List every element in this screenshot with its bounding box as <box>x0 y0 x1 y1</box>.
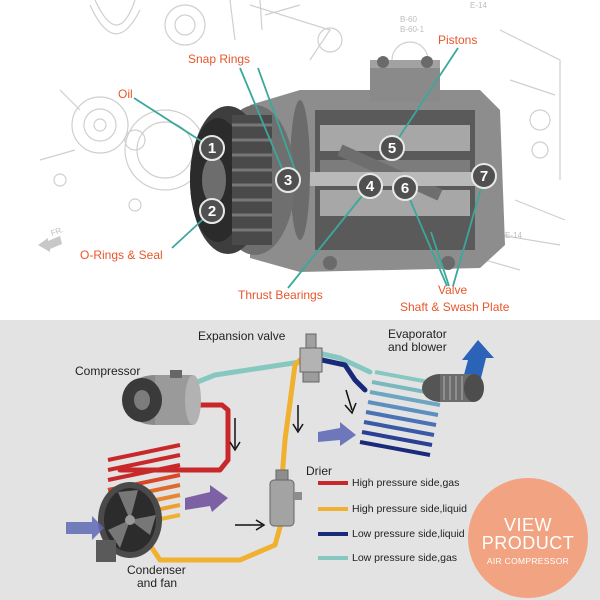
callout-3: 3 <box>275 167 301 193</box>
ac-system-panel: Expansion valve Evaporator and blower Co… <box>0 320 600 600</box>
callout-1: 1 <box>199 135 225 161</box>
legend-label-low-gas: Low pressure side,gas <box>352 552 458 564</box>
legend-swatch-high-liquid <box>318 507 348 511</box>
legend-label-high-gas: High pressure side,gas <box>352 477 460 489</box>
compressor-cutaway-panel: E-14 B-60 B-60-1 FR. E-14 <box>38 0 566 314</box>
label-valve: Valve <box>438 283 468 297</box>
airflow-into-condenser-icon <box>66 516 104 540</box>
legend-item-high-liquid: High pressure side,liquid <box>318 502 467 516</box>
drier-unit <box>269 469 302 527</box>
number-callouts: 1 2 3 4 5 6 7 <box>199 135 497 224</box>
label-shaft-swash-plate: Shaft & Swash Plate <box>400 300 510 314</box>
svg-text:2: 2 <box>208 203 216 220</box>
flow-direction-arrows <box>229 389 357 531</box>
label-blower: and blower <box>388 340 447 354</box>
compressor-cutaway-illustration: E-14 B-60 B-60-1 FR. E-14 <box>38 0 566 289</box>
part-code-b60: B-60 <box>400 15 417 24</box>
callout-4: 4 <box>357 173 383 199</box>
label-condenser: Condenser <box>127 563 186 577</box>
label-oil: Oil <box>118 87 133 101</box>
part-code-b60-1: B-60-1 <box>400 25 425 34</box>
airflow-out-condenser-icon <box>185 485 228 512</box>
evaporator-coil <box>359 370 446 457</box>
part-code-e14-top: E-14 <box>470 1 487 10</box>
legend-swatch-high-gas <box>318 481 348 485</box>
legend-label-high-liquid: High pressure side,liquid <box>352 503 467 515</box>
airflow-out-evaporator-icon <box>462 340 494 382</box>
part-code-e14-bottom: E-14 <box>505 231 522 240</box>
legend-label-low-liquid: Low pressure side,liquid <box>352 528 465 540</box>
legend-swatch-low-gas <box>318 556 348 560</box>
expansion-valve-unit <box>299 333 323 383</box>
view-product-line1: VIEW <box>503 515 552 535</box>
legend-swatch-low-liquid <box>318 532 348 536</box>
svg-text:1: 1 <box>208 140 216 157</box>
callout-5: 5 <box>379 135 405 161</box>
view-product-line2: PRODUCT <box>481 533 575 553</box>
legend-item-low-liquid: Low pressure side,liquid <box>318 527 465 541</box>
ac-system-diagram <box>66 333 494 563</box>
label-expansion-valve: Expansion valve <box>198 329 286 343</box>
evaporator-blower <box>422 374 484 402</box>
view-product-label: VIEW PRODUCT <box>468 516 588 552</box>
label-o-rings-seal: O-Rings & Seal <box>80 248 163 262</box>
part-code-fr: FR. <box>50 225 65 238</box>
label-compressor: Compressor <box>75 364 141 378</box>
view-product-button[interactable]: VIEW PRODUCT AIR COMPRESSOR <box>468 478 588 598</box>
label-thrust-bearings: Thrust Bearings <box>238 288 323 302</box>
label-snap-rings: Snap Rings <box>188 52 251 66</box>
compressor-unit <box>122 370 201 425</box>
legend-item-high-gas: High pressure side,gas <box>318 476 459 490</box>
legend-item-low-gas: Low pressure side,gas <box>318 551 457 565</box>
svg-text:7: 7 <box>480 168 488 185</box>
condenser-fan <box>96 482 162 562</box>
label-drier: Drier <box>306 464 332 478</box>
svg-text:6: 6 <box>401 180 409 197</box>
view-product-subtitle: AIR COMPRESSOR <box>486 556 570 566</box>
callout-6: 6 <box>392 175 418 201</box>
svg-text:3: 3 <box>284 172 292 189</box>
label-evaporator: Evaporator <box>388 327 447 341</box>
label-fan: and fan <box>137 576 178 590</box>
callout-2: 2 <box>199 198 225 224</box>
background-part-codes: E-14 B-60 B-60-1 FR. E-14 <box>50 1 523 240</box>
front-direction-arrow-icon <box>38 236 62 252</box>
svg-text:5: 5 <box>388 140 396 157</box>
callout-7: 7 <box>471 163 497 189</box>
airflow-into-evaporator-icon <box>318 422 356 446</box>
label-pistons: Pistons <box>438 33 478 47</box>
svg-text:4: 4 <box>366 178 375 195</box>
